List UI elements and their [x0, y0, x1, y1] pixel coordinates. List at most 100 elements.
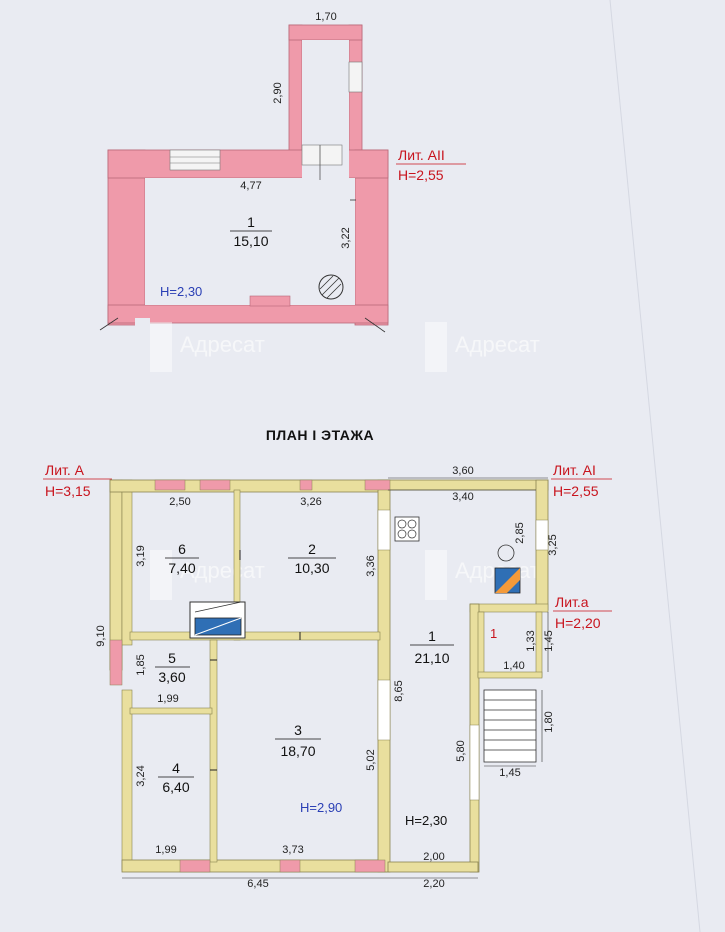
watermark-text: Адресат	[180, 558, 265, 583]
dim-label: 1,40	[503, 660, 524, 672]
wall-segment	[129, 631, 381, 641]
room-3-area: 18,70	[280, 743, 315, 759]
dim-label: 3,40	[452, 491, 473, 503]
wall-notch	[135, 318, 150, 332]
porch-stairs	[483, 689, 537, 763]
wall-segment	[121, 479, 133, 646]
dim-label: 5,80	[455, 740, 467, 761]
wall-segment	[121, 689, 133, 871]
room-6-number: 6	[178, 541, 186, 557]
dim-label: 1,85	[135, 654, 147, 675]
dim-basement-width: 4,77	[240, 180, 261, 192]
porch-room-number: 1	[490, 626, 497, 641]
window	[199, 479, 231, 491]
window	[354, 859, 386, 873]
lit-a-small-height: Н=2,20	[555, 615, 601, 631]
boiler-icon	[494, 544, 521, 594]
watermark-text: Адресат	[455, 332, 540, 357]
dim-label: 5,02	[365, 749, 377, 770]
dim-label: 3,73	[282, 844, 303, 856]
wall-segment	[477, 611, 485, 678]
lit-a-label: Лит. А	[45, 462, 85, 478]
watermark-1: Адресат	[150, 322, 265, 372]
dim-label: 3,26	[300, 496, 321, 508]
gas-stove-icon	[394, 516, 420, 542]
wall-segment	[288, 24, 303, 156]
watermark-text: Адресат	[180, 332, 265, 357]
wall-segment	[129, 707, 213, 715]
lit-a-height: Н=3,15	[45, 483, 91, 499]
dim-label: 1,33	[525, 630, 537, 651]
window	[535, 519, 549, 551]
dim-label: 1,80	[543, 711, 555, 732]
wall-segment	[477, 671, 543, 679]
basement-plan: 1,70 2,90 4,77 3,22 1 15,10 Н=2,30 Лит. …	[99, 11, 466, 333]
lit-a1-height: Н=2,55	[553, 483, 599, 499]
floor1-plan: 6 7,40 2 10,30 5 3,60 3 18,70 4 6,40 1 2…	[43, 462, 612, 890]
wall-segment	[121, 859, 388, 873]
wall-segment	[387, 479, 549, 491]
wall-segment	[109, 479, 389, 493]
wall-niche	[249, 295, 291, 307]
watermark-4: Адресат	[425, 550, 540, 600]
dim-label: 2,50	[169, 496, 190, 508]
dim-label: 1,99	[157, 693, 178, 705]
dim-label: 3,19	[135, 545, 147, 566]
room-5-area: 3,60	[158, 669, 185, 685]
basement-room-number: 1	[247, 214, 255, 230]
window	[109, 639, 123, 686]
room-4-area: 6,40	[162, 779, 189, 795]
wall-segment	[107, 149, 146, 326]
basement-room-area: 15,10	[233, 233, 268, 249]
basement-lit-height: Н=2,55	[398, 167, 444, 183]
floor1-title: ПЛАН I ЭТАЖА	[266, 427, 374, 443]
dim-label: 8,65	[393, 680, 405, 701]
window	[299, 479, 313, 491]
room-2-number: 2	[308, 541, 316, 557]
watermark-2: Адресат	[425, 322, 540, 372]
dim-label: 3,25	[547, 534, 559, 555]
dim-label: 1,99	[155, 844, 176, 856]
room-1-height: Н=2,30	[405, 813, 447, 828]
window	[179, 859, 211, 873]
dim-label: 1,45	[543, 630, 555, 651]
dim-label: 3,60	[452, 465, 473, 477]
basement-lit-label: Лит. АII	[398, 147, 445, 163]
wall-segment	[209, 639, 218, 863]
dim-label: 2,00	[423, 851, 444, 863]
room-1-number: 1	[428, 628, 436, 644]
wall-segment	[469, 603, 549, 613]
dim-label: 2,85	[514, 522, 526, 543]
stair-window	[348, 61, 363, 93]
room-2-area: 10,30	[294, 560, 329, 576]
wall-segment	[288, 24, 363, 41]
room-4-number: 4	[172, 760, 180, 776]
basement-window	[169, 149, 221, 171]
dim-label: 3,24	[135, 765, 147, 786]
room-3-number: 3	[294, 722, 302, 738]
basement-height-label: Н=2,30	[160, 284, 202, 299]
window	[154, 479, 186, 491]
dim-top: 1,70	[315, 11, 336, 23]
dim-label: 9,10	[95, 625, 107, 646]
window	[469, 724, 480, 801]
dim-label: 2,20	[423, 878, 444, 890]
basement-door	[301, 144, 343, 166]
dim-label: 3,36	[365, 555, 377, 576]
room-3-height: Н=2,90	[300, 800, 342, 815]
dim-basement-depth: 3,22	[340, 227, 352, 248]
stove-icon	[189, 601, 246, 639]
basement-stove-icon	[318, 274, 344, 300]
room-1-area: 21,10	[414, 650, 449, 666]
window	[364, 479, 391, 491]
dim-label: 1,45	[499, 767, 520, 779]
window	[377, 509, 391, 551]
window	[279, 859, 301, 873]
room-6-area: 7,40	[168, 560, 195, 576]
room-5-number: 5	[168, 650, 176, 666]
window	[377, 679, 391, 741]
lit-a-small-label: Лит.а	[555, 594, 589, 610]
watermark-3: Адресат	[150, 550, 265, 600]
